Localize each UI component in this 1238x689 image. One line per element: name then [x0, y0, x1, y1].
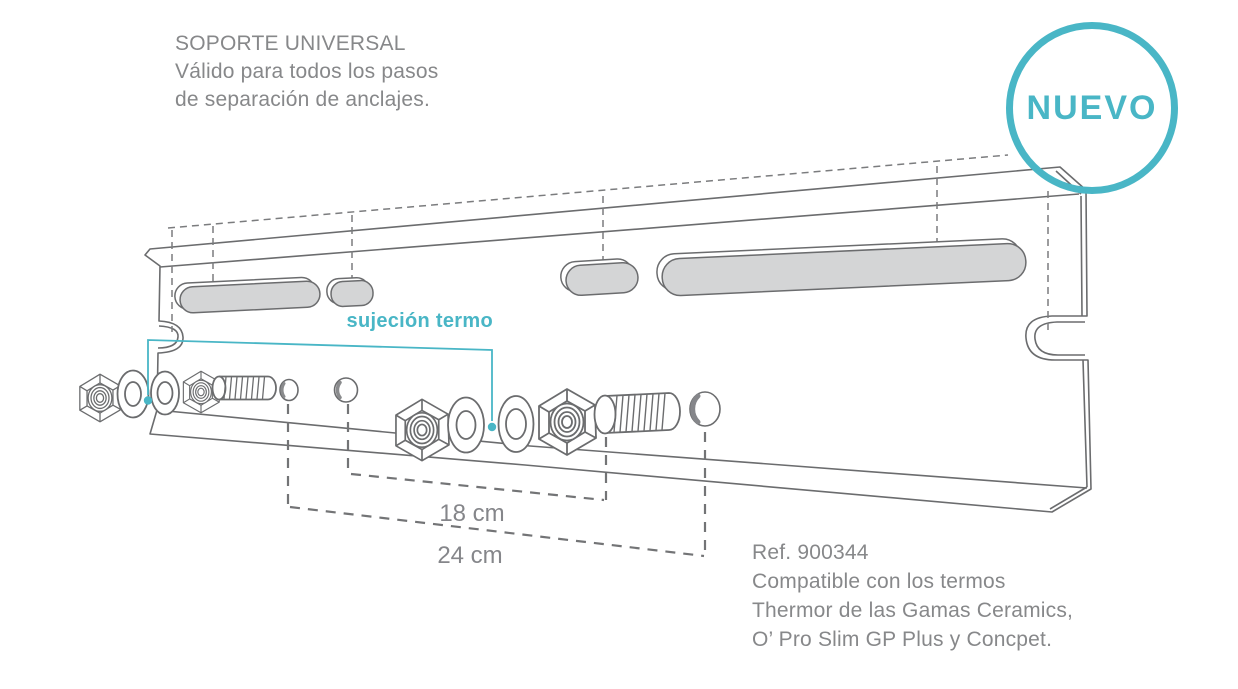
washer: [116, 369, 150, 419]
header-subtitle-2: de separación de anclajes.: [175, 88, 431, 111]
slot-middle: [560, 258, 639, 297]
ref-number: Ref. 900344: [752, 541, 869, 564]
callout-dot: [487, 422, 497, 432]
dimension-lines: [286, 404, 707, 558]
compat-line-3: O’ Pro Slim GP Plus y Concpet.: [752, 628, 1053, 651]
construction-lines: [167, 154, 1049, 335]
slot-long-left: [174, 276, 321, 314]
dimension-line-24cm: [289, 505, 705, 558]
compat-line-1: Compatible con los termos: [752, 570, 1006, 593]
washer: [150, 370, 180, 416]
bolt: [211, 375, 277, 401]
callout-dot: [143, 396, 153, 405]
washer: [447, 396, 485, 454]
bolt: [593, 392, 681, 435]
hex-nut: [79, 373, 122, 423]
slot-small-left: [326, 277, 374, 308]
dimension-label-18cm: 18 cm: [439, 500, 505, 527]
header-block: SOPORTE UNIVERSAL Válido para todos los …: [175, 30, 438, 114]
nuevo-badge: NUEVO: [1006, 22, 1178, 194]
page-title: SOPORTE UNIVERSAL: [175, 32, 406, 55]
dimension-line-18cm: [350, 472, 605, 502]
header-subtitle-1: Válido para todos los pasos: [175, 60, 439, 83]
callout-pointer: [143, 339, 497, 432]
anchor-holes: [279, 377, 721, 427]
compat-line-2: Thermor de las Gamas Ceramics,: [752, 599, 1074, 622]
nuevo-label: NUEVO: [1026, 88, 1158, 127]
slot-long-right: [656, 238, 1027, 297]
dimension-label-24cm: 24 cm: [437, 542, 503, 569]
callout-label: sujeción termo: [346, 310, 493, 332]
ref-block: Ref. 900344 Compatible con los termos Th…: [752, 538, 1073, 654]
washer: [497, 395, 535, 453]
